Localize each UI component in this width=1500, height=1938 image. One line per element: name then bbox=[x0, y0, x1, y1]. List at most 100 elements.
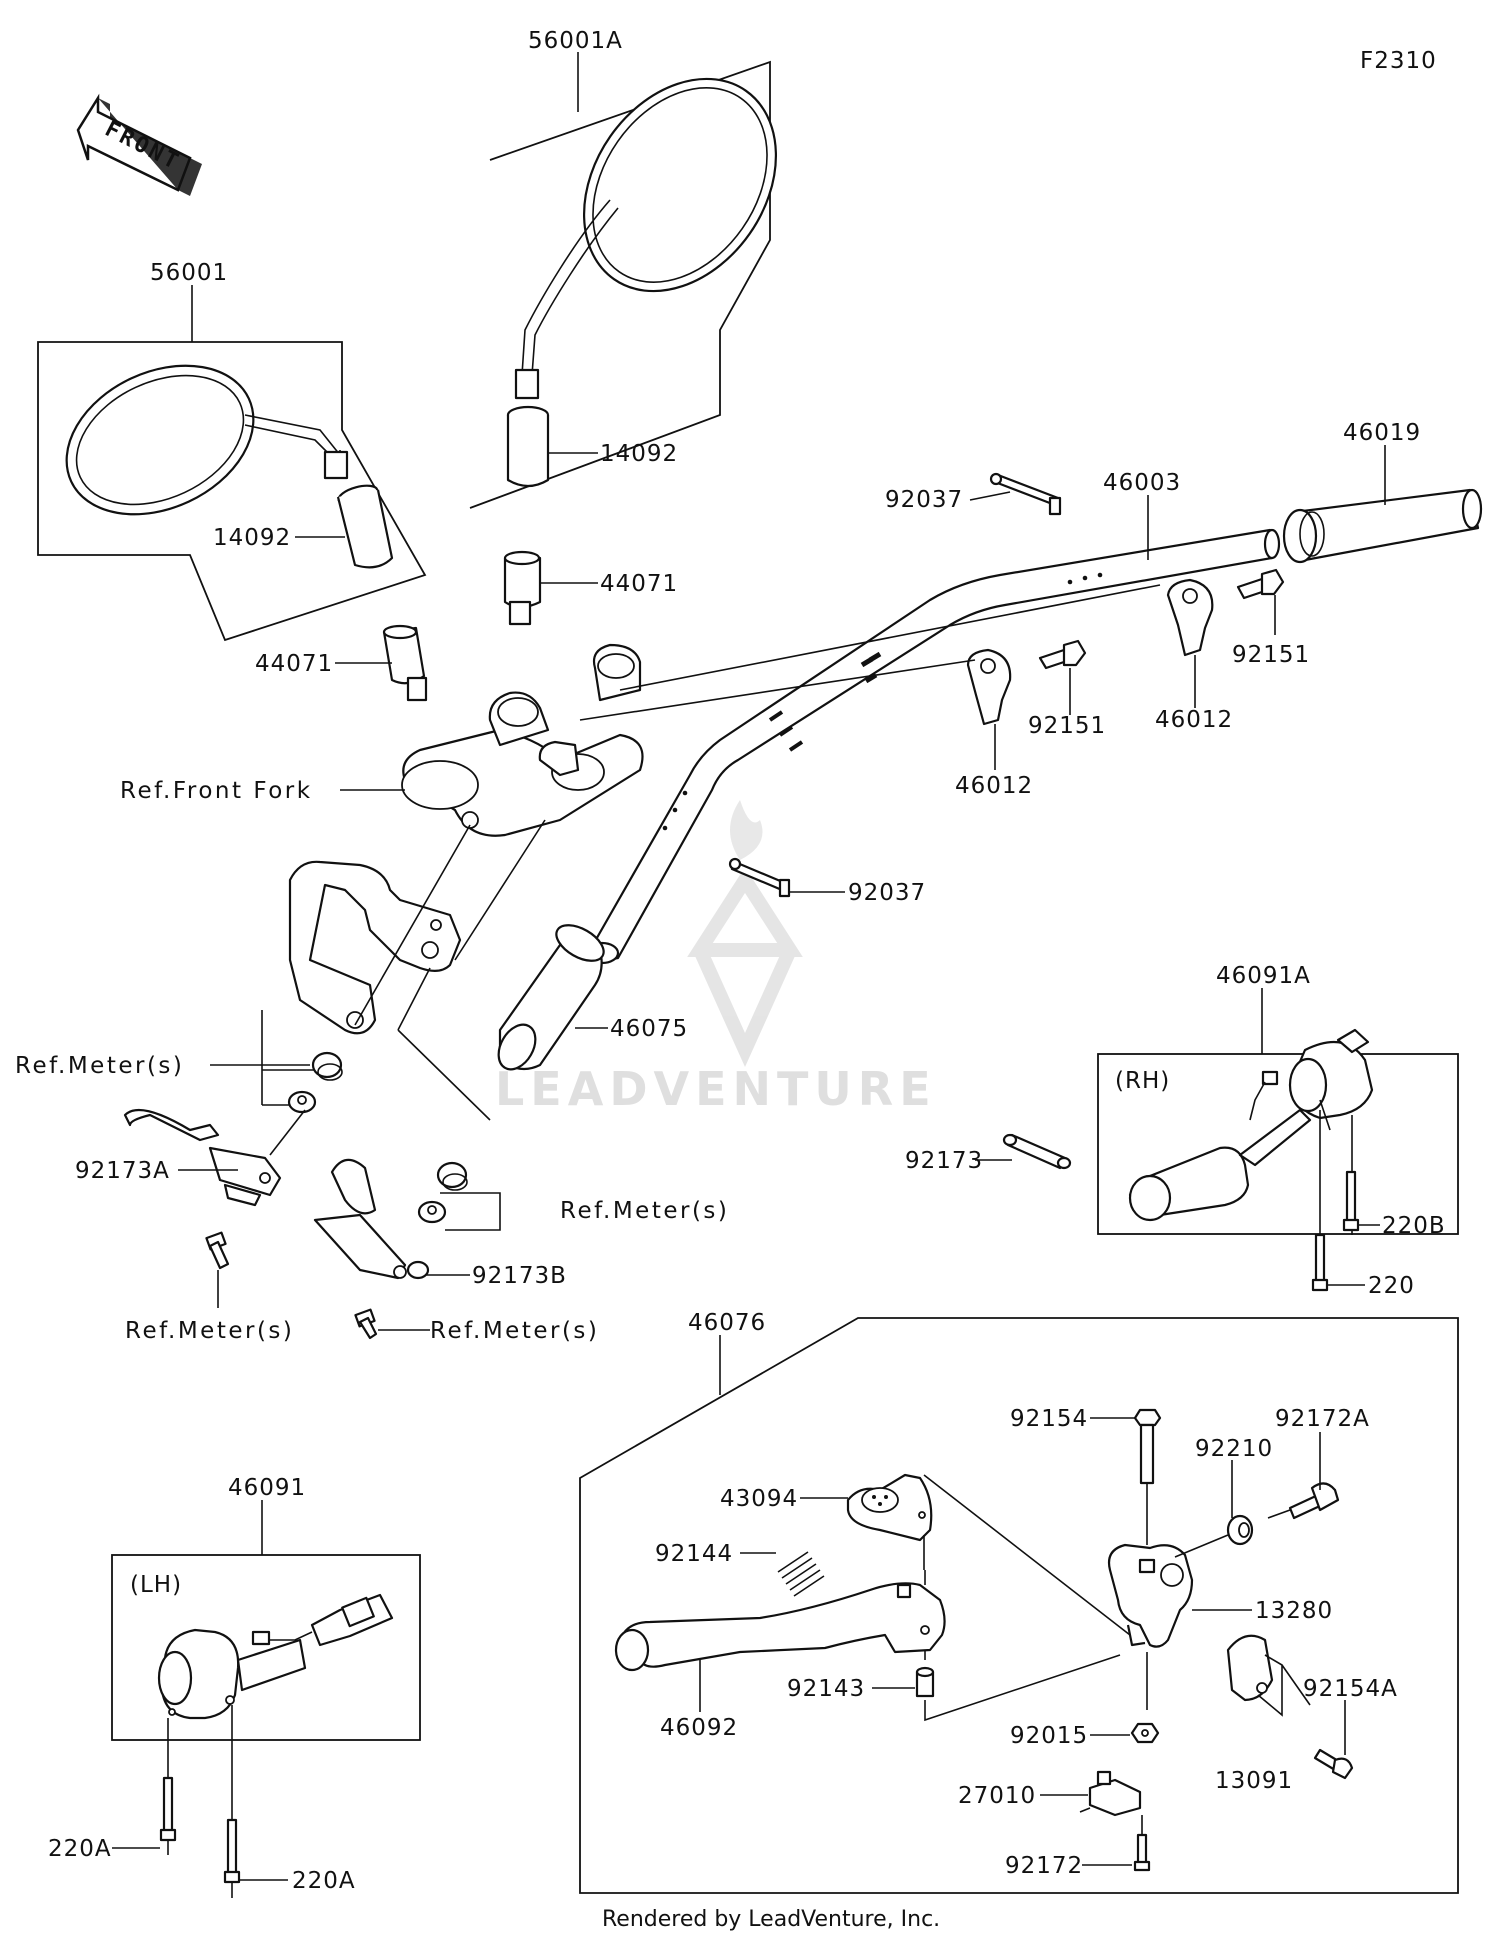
switch-27010 bbox=[1079, 1770, 1142, 1817]
label-13280: 13280 bbox=[1255, 1598, 1333, 1624]
label-ref-meters-1: Ref.Meter(s) bbox=[15, 1053, 184, 1079]
lh-box-label: (LH) bbox=[130, 1572, 182, 1598]
watermark-text: LEADVENTURE bbox=[495, 1062, 937, 1116]
label-92210: 92210 bbox=[1195, 1436, 1273, 1462]
grommet-left-upper bbox=[311, 1051, 343, 1081]
pin-92037-lower bbox=[728, 857, 791, 898]
screw-ref-meters-right bbox=[354, 1308, 378, 1340]
label-ref-meters-4: Ref.Meter(s) bbox=[125, 1318, 294, 1344]
bolt-92172A bbox=[1288, 1482, 1340, 1520]
label-92143: 92143 bbox=[787, 1676, 865, 1702]
label-92144: 92144 bbox=[655, 1541, 733, 1567]
label-46075: 46075 bbox=[610, 1016, 688, 1042]
label-92154A: 92154A bbox=[1303, 1676, 1398, 1702]
figure-code: F2310 bbox=[1360, 48, 1437, 74]
lh-switch-46091 bbox=[157, 1593, 394, 1720]
rh-switch-46091A bbox=[1128, 1028, 1374, 1222]
lh-switch-box bbox=[111, 1554, 421, 1741]
spring-92144 bbox=[777, 1551, 825, 1597]
label-46091: 46091 bbox=[228, 1475, 306, 1501]
label-92172A: 92172A bbox=[1275, 1406, 1370, 1432]
screw-220A-right bbox=[223, 1818, 241, 1884]
label-220A-right: 220A bbox=[292, 1868, 356, 1894]
bolt-92154A bbox=[1313, 1748, 1354, 1780]
label-220B: 220B bbox=[1382, 1213, 1446, 1239]
label-44071-upper: 44071 bbox=[600, 571, 678, 597]
screw-92172 bbox=[1133, 1833, 1151, 1872]
upper-fork-clamp bbox=[401, 584, 1161, 837]
grip-46075 bbox=[497, 924, 605, 1071]
holder-46012-left bbox=[966, 648, 1012, 726]
label-92173B: 92173B bbox=[472, 1263, 567, 1289]
front-arrow-icon: FRONT bbox=[76, 93, 202, 196]
brake-lever-box bbox=[579, 1317, 1459, 1894]
label-46012-right: 46012 bbox=[1155, 707, 1233, 733]
rh-switch-box bbox=[1097, 1053, 1459, 1235]
grommet-left-lower bbox=[287, 1090, 317, 1114]
rh-box-label: (RH) bbox=[1115, 1068, 1170, 1094]
meter-bracket bbox=[288, 860, 462, 1035]
grommet-right-upper bbox=[436, 1161, 468, 1191]
label-92037-upper: 92037 bbox=[885, 487, 963, 513]
screw-ref-meters-left bbox=[205, 1231, 230, 1270]
label-46012-left: 46012 bbox=[955, 773, 1033, 799]
grip-46019 bbox=[1282, 488, 1483, 564]
label-44071-lower: 44071 bbox=[255, 651, 333, 677]
label-46091A: 46091A bbox=[1216, 963, 1311, 989]
collar-92143 bbox=[915, 1666, 935, 1698]
label-92154: 92154 bbox=[1010, 1406, 1088, 1432]
grommet-right-lower bbox=[417, 1200, 447, 1224]
label-14092-upper: 14092 bbox=[600, 441, 678, 467]
screw-220A-left bbox=[159, 1776, 177, 1842]
adapter-44071-lower bbox=[382, 624, 428, 702]
bracket-92173A bbox=[123, 1108, 282, 1207]
screw-220B bbox=[1342, 1170, 1360, 1232]
label-92037-lower: 92037 bbox=[848, 880, 926, 906]
label-92173A: 92173A bbox=[75, 1158, 170, 1184]
pin-92037-upper bbox=[989, 472, 1062, 516]
label-ref-meters-2: Ref.Meter(s) bbox=[560, 1198, 729, 1224]
bolt-92154 bbox=[1133, 1408, 1162, 1485]
mirror-56001A bbox=[514, 77, 778, 400]
label-46003: 46003 bbox=[1103, 470, 1181, 496]
rubber-boot-14092-lower bbox=[336, 484, 394, 569]
label-27010: 27010 bbox=[958, 1783, 1036, 1809]
mirror-56001-box bbox=[37, 341, 427, 642]
washer-92210 bbox=[1226, 1514, 1254, 1546]
label-92172: 92172 bbox=[1005, 1853, 1083, 1879]
bolt-92151-upper bbox=[1236, 568, 1285, 600]
lever-46092 bbox=[614, 1582, 946, 1672]
bolt-92151-lower bbox=[1038, 639, 1087, 670]
leadventure-watermark: LEADVENTURE bbox=[495, 800, 937, 1116]
label-220A-left: 220A bbox=[48, 1836, 112, 1862]
label-ref-front-fork: Ref.Front Fork bbox=[120, 778, 313, 804]
label-92173: 92173 bbox=[905, 1148, 983, 1174]
label-46076: 46076 bbox=[688, 1310, 766, 1336]
label-43094: 43094 bbox=[720, 1486, 798, 1512]
label-92151-lower: 92151 bbox=[1028, 713, 1106, 739]
holder-46012-right bbox=[1166, 578, 1214, 657]
label-56001A: 56001A bbox=[528, 28, 623, 54]
bracket-92173B bbox=[313, 1158, 430, 1280]
rubber-boot-14092-upper bbox=[506, 405, 550, 488]
label-92151-upper: 92151 bbox=[1232, 642, 1310, 668]
screw-220 bbox=[1311, 1233, 1329, 1292]
clamp-13091 bbox=[1226, 1634, 1274, 1702]
label-56001: 56001 bbox=[150, 260, 228, 286]
label-220: 220 bbox=[1368, 1273, 1415, 1299]
nut-92015 bbox=[1130, 1722, 1160, 1744]
mirror-56001A-box bbox=[469, 60, 771, 509]
label-ref-meters-3: Ref.Meter(s) bbox=[430, 1318, 599, 1344]
adapter-44071-upper bbox=[503, 550, 542, 626]
clip-92173 bbox=[1002, 1133, 1072, 1170]
pivot-block-43094 bbox=[846, 1473, 933, 1542]
mirror-56001 bbox=[65, 364, 349, 516]
label-92015: 92015 bbox=[1010, 1723, 1088, 1749]
footer-credit: Rendered by LeadVenture, Inc. bbox=[602, 1907, 940, 1932]
label-14092-lower: 14092 bbox=[213, 525, 291, 551]
label-13091: 13091 bbox=[1215, 1768, 1293, 1794]
label-46092: 46092 bbox=[660, 1715, 738, 1741]
label-46019: 46019 bbox=[1343, 420, 1421, 446]
lever-holder-13280 bbox=[1107, 1543, 1194, 1648]
